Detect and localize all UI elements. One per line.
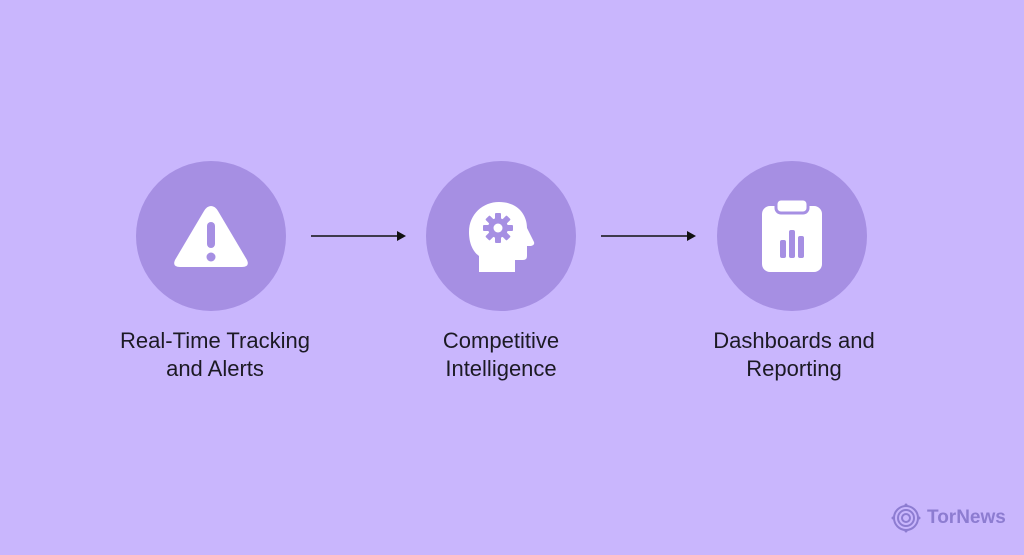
step-2-label-line2: Intelligence [445, 356, 557, 381]
tornews-logo-icon [891, 503, 921, 533]
tornews-logo: TorNews [891, 503, 1006, 533]
step-1-label-line2: and Alerts [166, 356, 264, 381]
step-2-label: Competitive Intelligence [371, 327, 631, 383]
step-1-label: Real-Time Tracking and Alerts [85, 327, 345, 383]
arrow-2 [601, 231, 696, 241]
step-3-circle [717, 161, 867, 311]
step-2-label-line1: Competitive [442, 328, 560, 353]
step-3-label-line1: Dashboards and [713, 328, 875, 353]
warning-triangle-icon [174, 206, 248, 267]
clipboard-chart-icon [762, 197, 822, 272]
step-1-label-line1: Real-Time Tracking [120, 328, 310, 353]
tornews-logo-text: TorNews [927, 507, 1006, 528]
step-3-label-line2: Reporting [746, 356, 842, 381]
head-gear-icon [469, 202, 535, 272]
arrow-1 [311, 231, 406, 241]
step-1-circle [136, 161, 286, 311]
step-2-circle [426, 161, 576, 311]
step-3-label: Dashboards and Reporting [664, 327, 924, 383]
